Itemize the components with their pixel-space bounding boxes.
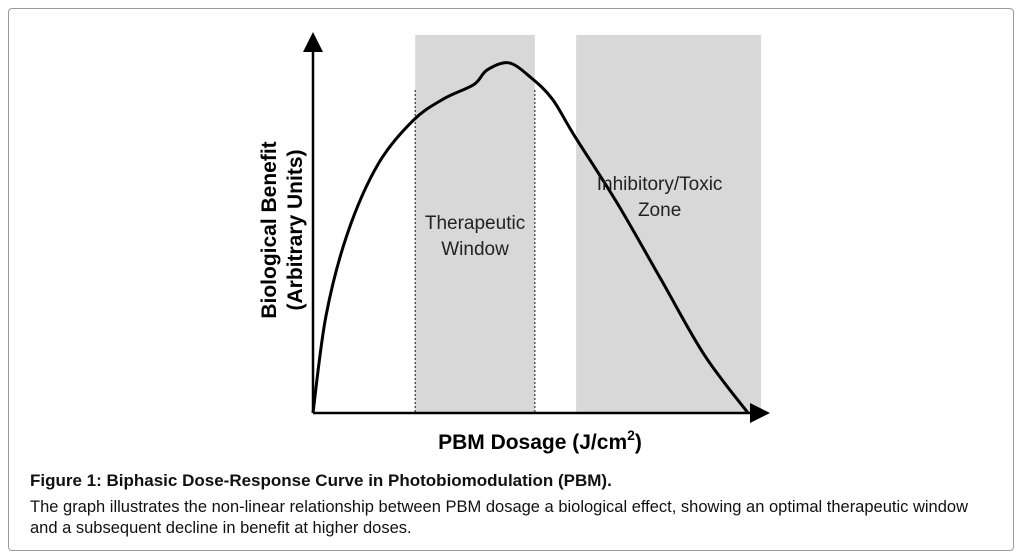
x-axis-label-text: PBM Dosage (J/cm (438, 431, 627, 454)
curve-layer (311, 61, 750, 414)
region-therapeutic-window (415, 35, 535, 413)
y-axis-sublabel: (Arbitrary Units) (284, 149, 307, 310)
region-label-inhibitory-line2: Zone (638, 200, 681, 221)
region-label-therapeutic-line2: Window (441, 239, 509, 260)
figure-caption-body: The graph illustrates the non-linear rel… (30, 498, 969, 537)
region-label-therapeutic-line1: Therapeutic (425, 213, 525, 234)
dose-response-curve (311, 61, 750, 414)
x-axis-label: PBM Dosage (J/cm2) (438, 427, 642, 454)
x-axis-label-superscript: 2 (627, 427, 635, 443)
region-inhibitory-zone (576, 35, 762, 413)
figure-caption-title: Figure 1: Biphasic Dose-Response Curve i… (30, 471, 612, 490)
y-axis-label: Biological Benefit (258, 141, 281, 318)
shaded-regions (414, 35, 762, 413)
region-label-inhibitory-line1: Inhibitory/Toxic (597, 174, 723, 195)
x-axis-label-close: ) (635, 431, 642, 454)
